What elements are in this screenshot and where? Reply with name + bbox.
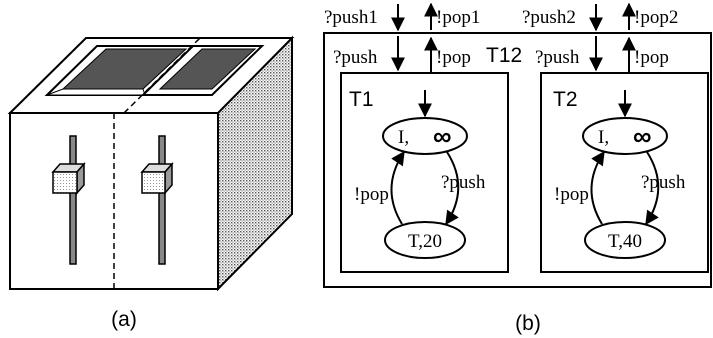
toaster-lever-knob-left: [52, 171, 78, 194]
t1-name: T1: [349, 88, 374, 111]
t1-state-timer-label: T,20: [408, 231, 442, 252]
t2-transition-to-initial-label: !pop: [554, 184, 589, 205]
composite-name: T12: [486, 44, 522, 67]
toaster-front-face: [9, 112, 219, 290]
t1-output-label: !pop: [436, 47, 471, 68]
toaster-lever-track-right: [158, 135, 166, 265]
automaton-t1: ?push !pop T1 I, ∞ T,20 ?push !pop: [333, 36, 509, 273]
t1-state-initial-value: ∞: [433, 121, 452, 151]
t1-state-initial: [382, 117, 468, 155]
toaster-top-divider: [123, 37, 201, 114]
t2-output-label: !pop: [634, 47, 669, 68]
t1-transition-to-timer: [445, 151, 460, 226]
panel-b-caption: (b): [515, 312, 541, 335]
t2-transition-to-timer: [645, 151, 660, 226]
panel-a-caption: (a): [111, 308, 137, 331]
t2-transition-to-initial: [590, 150, 605, 225]
port-label-pop2: !pop2: [634, 7, 678, 28]
t2-state-initial-value: ∞: [633, 121, 652, 151]
toaster-lever-track-left: [69, 135, 77, 265]
t1-transition-to-timer-label: ?push: [441, 172, 486, 193]
t1-state-timer: [384, 221, 466, 259]
t2-name: T2: [553, 88, 578, 111]
toaster-lever-knob-right: [141, 171, 166, 194]
t2-state-timer: [584, 221, 666, 259]
automaton-t2: ?push !pop T2 I, ∞ T,40 ?push !pop: [535, 36, 709, 273]
t2-input-label: ?push: [535, 47, 580, 68]
toaster-slot-right-inner: [158, 48, 257, 90]
port-label-push2: ?push2: [522, 7, 576, 28]
t1-state-initial-name: I,: [398, 127, 409, 148]
t2-state-initial: [582, 117, 668, 155]
t2-state-initial-name: I,: [598, 127, 609, 148]
toaster-slot-left-rim: [46, 88, 146, 96]
port-label-push1: ?push1: [324, 7, 378, 28]
t2-transition-to-timer-label: ?push: [641, 172, 686, 193]
toaster-illustration: [7, 35, 295, 292]
t1-input-label: ?push: [333, 47, 378, 68]
t2-state-timer-label: T,40: [608, 231, 642, 252]
t1-transition-to-initial-label: !pop: [354, 184, 389, 205]
t1-transition-to-initial: [390, 150, 405, 225]
port-label-pop1: !pop1: [436, 7, 480, 28]
